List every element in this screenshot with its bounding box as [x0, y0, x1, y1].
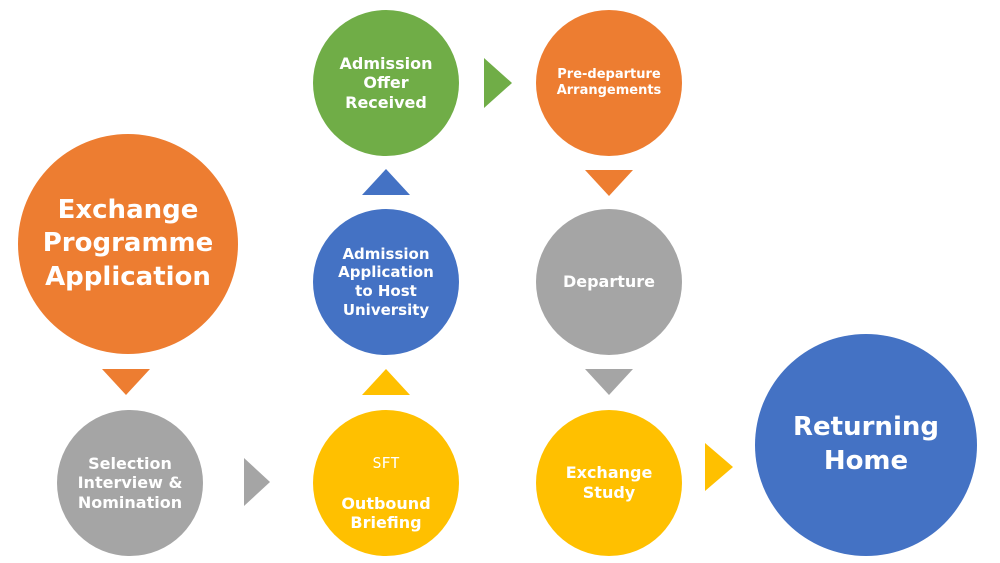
node-exchange-application-label: Exchange Programme Application — [42, 195, 214, 292]
node-pre-departure: Pre-departure Arrangements — [536, 10, 682, 156]
node-selection-interview: Selection Interview & Nomination — [57, 410, 203, 556]
node-returning-home: Returning Home — [755, 334, 977, 556]
arrow-right-icon — [705, 443, 733, 491]
node-admission-offer: Admission Offer Received — [313, 10, 459, 156]
arrow-up-icon — [362, 369, 410, 395]
node-departure: Departure — [536, 209, 682, 355]
node-sft-briefing: SFT Outbound Briefing — [313, 410, 459, 556]
node-exchange-application: Exchange Programme Application — [18, 134, 238, 354]
arrow-right-icon — [484, 58, 512, 108]
node-sft-briefing-text: SFT Outbound Briefing — [341, 433, 430, 532]
arrow-down-icon — [102, 369, 150, 395]
node-exchange-study: Exchange Study — [536, 410, 682, 556]
node-exchange-study-label: Exchange Study — [565, 463, 653, 502]
node-selection-interview-label: Selection Interview & Nomination — [77, 453, 183, 512]
arrow-up-icon — [362, 169, 410, 195]
node-admission-application-label: Admission Application to Host University — [338, 244, 434, 319]
node-returning-home-label: Returning Home — [793, 412, 939, 476]
node-sft-briefing-sublabel: SFT — [372, 453, 400, 472]
node-admission-application: Admission Application to Host University — [313, 209, 459, 355]
node-pre-departure-label: Pre-departure Arrangements — [556, 67, 662, 98]
node-admission-offer-label: Admission Offer Received — [339, 53, 433, 112]
arrow-down-icon — [585, 170, 633, 196]
arrow-right-icon — [244, 458, 270, 506]
arrow-down-icon — [585, 369, 633, 395]
node-sft-briefing-label: Outbound Briefing — [341, 493, 431, 533]
node-departure-label: Departure — [562, 272, 656, 292]
